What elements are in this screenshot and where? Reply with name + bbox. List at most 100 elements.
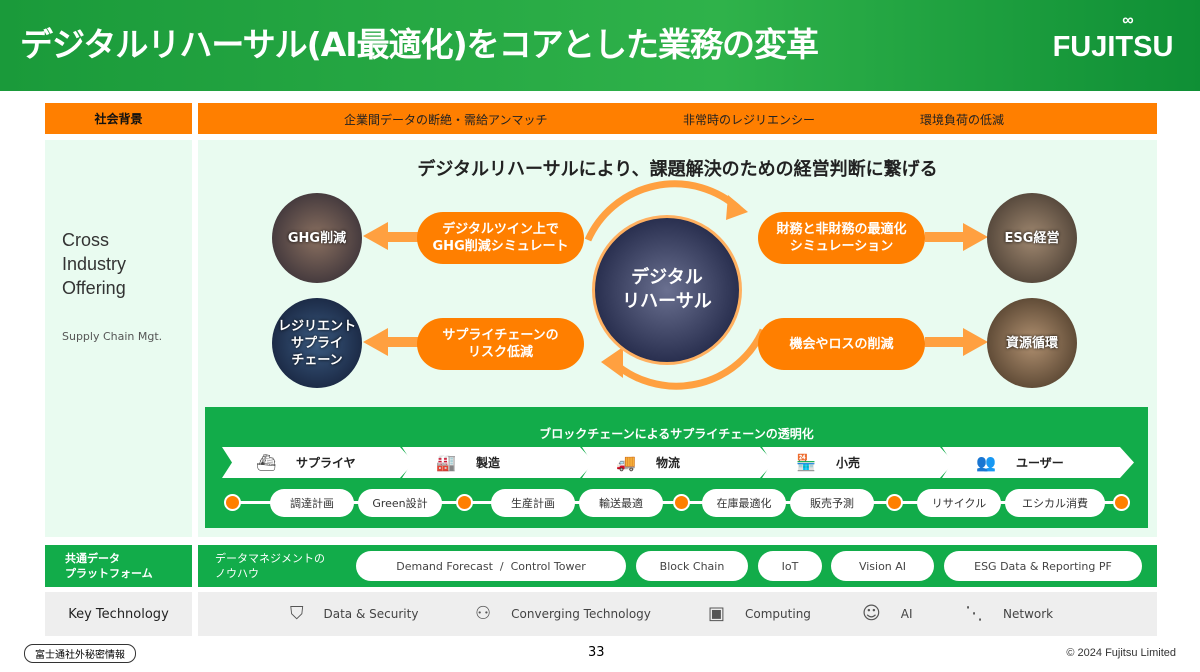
tech-converging: ⚇ Converging Technology	[475, 603, 651, 624]
shield-icon: ⛉	[290, 603, 304, 624]
tech-label: Data & Security	[323, 606, 419, 621]
social-item: 企業間データの断絶・需給アンマッチ	[344, 113, 548, 127]
person-network-icon: ⚇	[475, 603, 492, 624]
resilient-supply-chain-photo: レジリエント サプライ チェーン	[272, 298, 362, 388]
page-number: 33	[588, 645, 605, 660]
users-icon: 👥	[976, 453, 996, 472]
cycle-arrow-top	[584, 180, 741, 242]
store-icon: 🏪	[796, 453, 816, 472]
tech-data-security: ⛉ Data & Security	[290, 603, 418, 624]
confidential-badge: 富士通社外秘密情報	[24, 644, 136, 663]
arrow-shaft	[388, 232, 418, 242]
social-item: 環境負荷の低減	[920, 113, 1005, 127]
resource-circulation-photo: 資源循環	[987, 298, 1077, 388]
platform-iot: IoT	[758, 551, 822, 581]
page-title: デジタルリハーサル(AI最適化)をコアとした業務の変革	[20, 25, 819, 64]
arrow-left-icon	[363, 328, 388, 356]
stage-dot	[886, 494, 903, 511]
tech-label: Computing	[745, 606, 811, 621]
photo-label: ESG経営	[1004, 230, 1060, 246]
fujitsu-logo: ∞ FUJITSU	[1048, 12, 1178, 76]
copyright: © 2024 Fujitsu Limited	[1066, 647, 1176, 659]
tech-network: ⋱ Network	[965, 603, 1053, 624]
social-background-bar: 企業間データの断絶・需給アンマッチ 非常時のレジリエンシー 環境負荷の低減	[198, 103, 1157, 134]
arrow-head-icon	[601, 347, 623, 378]
infinity-icon: ∞	[1122, 12, 1134, 29]
platform-demand-forecast: Demand Forecast / Control Tower	[356, 551, 626, 581]
stage-label: 小売	[836, 456, 861, 470]
platform-vision-ai: Vision AI	[831, 551, 934, 581]
offering-title: Cross Industry Offering	[62, 228, 126, 300]
arrow-right-icon	[963, 223, 988, 251]
stage-manufacturing: 🏭 製造	[402, 447, 594, 478]
offering-subtitle: Supply Chain Mgt.	[62, 330, 163, 343]
main-subtitle: デジタルリハーサルにより、課題解決のための経営判断に繋げる	[417, 159, 938, 180]
stage-label: ユーザー	[1016, 456, 1064, 470]
process-step: 販売予測	[790, 489, 874, 517]
logo-text: FUJITSU	[1052, 31, 1174, 63]
flow-arrows	[363, 180, 988, 390]
digital-rehearsal-core: デジタル リハーサル	[592, 215, 742, 365]
social-item: 非常時のレジリエンシー	[683, 113, 816, 127]
risk-reduction-pill: サプライチェーンの リスク低減	[417, 318, 584, 370]
stage-dot	[456, 494, 473, 511]
chip-icon: ▣	[708, 603, 726, 624]
core-label: デジタル リハーサル	[622, 267, 712, 312]
header-banner	[0, 0, 1200, 91]
arrow-head-icon	[726, 195, 748, 220]
ai-head-icon: ☺	[862, 603, 881, 624]
stage-retail: 🏪 小売	[762, 447, 954, 478]
stage-dot	[673, 494, 690, 511]
process-step: 在庫最適化	[702, 489, 786, 517]
photo-label: レジリエント サプライ チェーン	[277, 318, 356, 368]
stage-dot	[224, 494, 241, 511]
arrow-right-icon	[963, 328, 988, 356]
data-management-knowhow: データマネジメントの ノウハウ	[215, 552, 325, 580]
offering-panel	[45, 140, 192, 537]
truck-icon: 🚚	[616, 453, 636, 472]
process-step: 調達計画	[270, 489, 354, 517]
photo-label: GHG削減	[287, 230, 347, 246]
arrow-shaft	[925, 337, 965, 347]
arrow-shaft	[925, 232, 965, 242]
key-technology-label: Key Technology	[45, 592, 192, 636]
photo-label: 資源循環	[1005, 335, 1058, 351]
tech-label: AI	[900, 606, 913, 621]
arrow-left-icon	[363, 222, 388, 250]
tech-label: Network	[1003, 606, 1054, 621]
offering-title-line: Industry	[62, 254, 127, 274]
process-step: 輸送最適	[579, 489, 663, 517]
process-step: 生産計画	[491, 489, 575, 517]
esg-management-photo: ESG経営	[987, 193, 1077, 283]
social-background-label: 社会背景	[45, 103, 192, 134]
stage-logistics: 🚚 物流	[582, 447, 774, 478]
offering-title-line: Cross	[62, 230, 110, 250]
offering-title-line: Offering	[62, 278, 126, 298]
ghg-reduction-photo: GHG削減	[272, 193, 362, 283]
process-step: Green設計	[358, 489, 442, 517]
data-platform-label: 共通データ プラットフォーム	[45, 545, 192, 587]
process-step: エシカル消費	[1005, 489, 1105, 517]
tech-computing: ▣ Computing	[708, 603, 811, 624]
stage-label: 製造	[476, 456, 501, 470]
platform-block-chain: Block Chain	[636, 551, 748, 581]
cycle-arrow-bottom	[610, 328, 767, 390]
key-technology-bar	[198, 592, 1157, 636]
loss-reduction-pill: 機会やロスの削減	[758, 318, 925, 370]
stage-dot	[1113, 494, 1130, 511]
stage-label: 物流	[656, 456, 681, 470]
tech-ai: ☺ AI	[862, 603, 913, 624]
platform-esg-reporting: ESG Data & Reporting PF	[944, 551, 1142, 581]
stage-user: 👥 ユーザー	[942, 447, 1134, 478]
arrow-shaft	[388, 337, 418, 347]
ship-icon: ⛴	[256, 453, 277, 472]
process-step: リサイクル	[917, 489, 1001, 517]
stage-label: サプライヤ	[296, 456, 356, 470]
network-icon: ⋱	[965, 603, 983, 624]
factory-icon: 🏭	[436, 453, 456, 472]
ghg-simulation-pill: デジタルツイン上で GHG削減シミュレート	[417, 212, 584, 264]
financial-optimization-pill: 財務と非財務の最適化 シミュレーション	[758, 212, 925, 264]
blockchain-title: ブロックチェーンによるサプライチェーンの透明化	[539, 427, 814, 441]
tech-label: Converging Technology	[511, 606, 651, 621]
stage-supplier: ⛴ サプライヤ	[222, 447, 414, 478]
